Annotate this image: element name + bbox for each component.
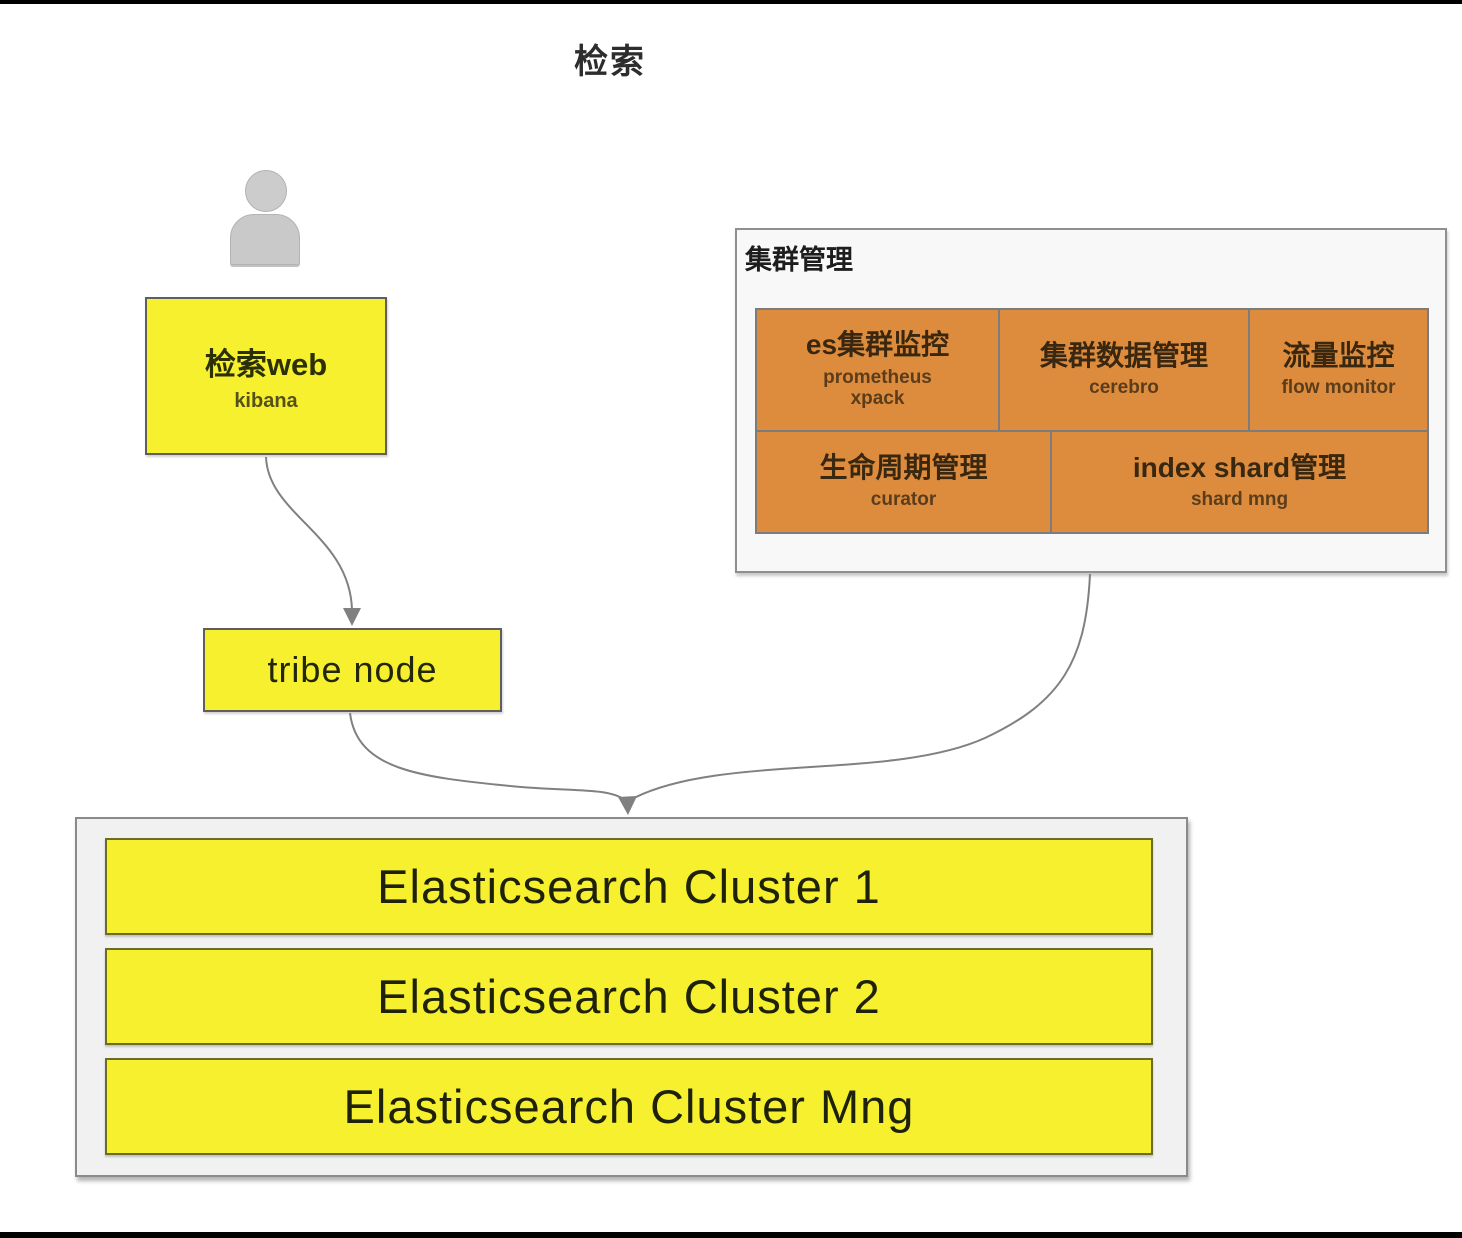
cell-subtitle: prometheus xpack bbox=[823, 366, 932, 410]
container-es-clusters: Elasticsearch Cluster 1 Elasticsearch Cl… bbox=[75, 817, 1188, 1177]
edge-mgmt-to-clusters bbox=[633, 573, 1091, 799]
container-cluster-management: 集群管理 es集群监控 prometheus xpack 集群数据管理 cere… bbox=[735, 228, 1447, 573]
node-es-cluster-mng: Elasticsearch Cluster Mng bbox=[105, 1058, 1153, 1155]
person-head-shape bbox=[245, 170, 287, 212]
cluster-management-label: 集群管理 bbox=[745, 245, 853, 275]
node-es-cluster-1: Elasticsearch Cluster 1 bbox=[105, 838, 1153, 935]
cell-title: 集群数据管理 bbox=[1039, 339, 1208, 371]
node-tribe-node: tribe node bbox=[203, 628, 502, 712]
cell-subtitle: cerebro bbox=[1089, 377, 1159, 399]
screenshot-bottom-border bbox=[0, 1232, 1462, 1238]
edge-searchweb-to-tribenode bbox=[265, 456, 353, 611]
cell-subtitle: flow monitor bbox=[1281, 377, 1396, 399]
node-es-cluster-2: Elasticsearch Cluster 2 bbox=[105, 948, 1153, 1045]
node-search-web-title: 检索web bbox=[204, 347, 328, 382]
arrowhead-tribenode bbox=[343, 608, 361, 626]
screenshot-top-border bbox=[0, 0, 1462, 4]
person-icon bbox=[229, 170, 301, 266]
cell-flow-monitor: 流量监控 flow monitor bbox=[1250, 310, 1427, 430]
cell-title: es集群监控 bbox=[805, 328, 950, 360]
cell-subtitle: curator bbox=[870, 489, 937, 511]
diagram-title: 检索 bbox=[574, 43, 646, 81]
arrowhead-clusters bbox=[618, 796, 637, 815]
cell-es-cluster-monitor: es集群监控 prometheus xpack bbox=[757, 310, 998, 430]
node-tribe-node-label: tribe node bbox=[267, 649, 438, 690]
cell-subtitle: shard mng bbox=[1190, 489, 1289, 511]
node-search-web-subtitle: kibana bbox=[234, 390, 298, 412]
edge-tribenode-to-clusters bbox=[349, 712, 626, 801]
node-search-web: 检索web kibana bbox=[145, 297, 387, 455]
cell-title: 流量监控 bbox=[1282, 339, 1395, 371]
cell-lifecycle-management: 生命周期管理 curator bbox=[757, 432, 1050, 532]
person-body-shape bbox=[230, 214, 300, 265]
cluster-management-grid: es集群监控 prometheus xpack 集群数据管理 cerebro 流… bbox=[755, 308, 1429, 534]
cell-index-shard-management: index shard管理 shard mng bbox=[1052, 432, 1427, 532]
cell-title: index shard管理 bbox=[1132, 451, 1347, 483]
mgmt-grid-row-1: es集群监控 prometheus xpack 集群数据管理 cerebro 流… bbox=[757, 310, 1427, 430]
mgmt-grid-row-2: 生命周期管理 curator index shard管理 shard mng bbox=[757, 432, 1427, 532]
cell-cluster-data-management: 集群数据管理 cerebro bbox=[1000, 310, 1248, 430]
cell-title: 生命周期管理 bbox=[819, 451, 988, 483]
